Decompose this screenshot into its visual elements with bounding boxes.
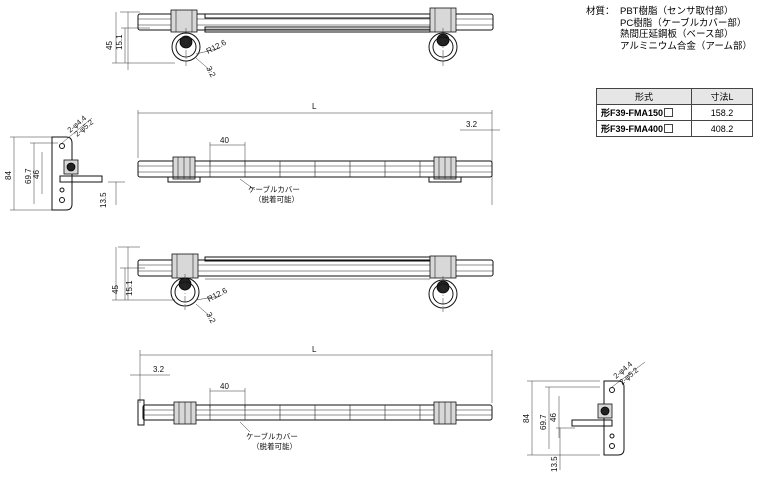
material-heading: 材質： bbox=[586, 6, 615, 17]
dim-40-upper: 40 bbox=[220, 136, 229, 145]
removable-label-upper: （脱着可能） bbox=[254, 194, 299, 204]
dim-45-lower: 45 bbox=[111, 285, 120, 294]
dim-l-cell: 408.2 bbox=[691, 120, 753, 137]
dim-3-2-upper: 3.2 bbox=[466, 120, 478, 129]
top-view-lower: 45 15.1 R12.6 3.2 bbox=[111, 246, 494, 326]
dim-84-right: 84 bbox=[522, 414, 531, 423]
material-item-3: 熱間圧延鋼板（ベース部） bbox=[620, 29, 734, 40]
dim-r12-6-top: R12.6 bbox=[205, 38, 229, 56]
cable-cover-label-lower: ケーブルカバー bbox=[246, 431, 298, 441]
dim-l-lower: L bbox=[312, 345, 317, 354]
front-view-lower: L 3.2 40 ケーブルカバー （脱着可能） bbox=[130, 345, 493, 451]
checkbox-icon bbox=[664, 108, 674, 117]
dim-69-7-right: 69.7 bbox=[539, 414, 548, 430]
model-cell: 形F39-FMA150 bbox=[601, 108, 664, 118]
removable-label-lower: （脱着可能） bbox=[252, 441, 297, 451]
dim-45-top: 45 bbox=[105, 41, 114, 50]
dim-3-2-lower: 3.2 bbox=[204, 311, 217, 326]
side-view-right: 84 69.7 46 2-φ4.4 2-φ5.2 13.5 bbox=[522, 360, 646, 472]
dim-15-1-lower: 15.1 bbox=[125, 280, 134, 296]
material-item-1: PBT樹脂（センサ取付部） bbox=[620, 6, 734, 17]
dim-84-left: 84 bbox=[4, 171, 13, 180]
dim-r12-6-lower: R12.6 bbox=[206, 286, 230, 304]
material-item-4: アルミニウム合金（アーム部） bbox=[620, 40, 753, 52]
material-item-2: PC樹脂（ケーブルカバー部） bbox=[620, 17, 747, 29]
header-dim-l: 寸法L bbox=[691, 88, 753, 105]
checkbox-icon bbox=[664, 124, 674, 133]
table-row: 形F39-FMA150 158.2 bbox=[596, 104, 753, 121]
dim-13-5-upper: 13.5 bbox=[99, 192, 108, 208]
dim-3-2-lower-front: 3.2 bbox=[153, 365, 165, 374]
cable-cover-label-upper: ケーブルカバー bbox=[248, 184, 300, 194]
dim-l-upper: L bbox=[312, 102, 317, 111]
dim-69-7-left: 69.7 bbox=[24, 168, 33, 184]
dim-15-1-top: 15.1 bbox=[115, 34, 124, 50]
material-notes: 材質： PBT樹脂（センサ取付部） PC樹脂（ケーブルカバー部） 熱間圧延鋼板（… bbox=[586, 6, 752, 52]
header-model: 形式 bbox=[596, 88, 692, 105]
dim-46-left: 46 bbox=[32, 170, 41, 179]
dim-l-cell: 158.2 bbox=[691, 104, 753, 121]
side-view-left: 84 69.7 46 2-φ4.4 2-φ5.2 bbox=[4, 114, 103, 211]
top-view-upper: 45 15.1 R12.6 3.2 bbox=[105, 7, 494, 80]
table-header-row: 形式 寸法L bbox=[596, 88, 753, 105]
dim-3-2-top: 3.2 bbox=[204, 65, 217, 80]
dim-40-lower: 40 bbox=[220, 382, 229, 391]
front-view-upper: L 3.2 40 ケーブルカバー （脱着可能） 13.5 bbox=[99, 102, 500, 208]
table-row: 形F39-FMA400 408.2 bbox=[596, 120, 753, 137]
dim-46-right: 46 bbox=[549, 413, 558, 422]
dimension-table: 形式 寸法L 形F39-FMA150 158.2 形F39-FMA400 408… bbox=[596, 88, 753, 137]
dim-13-5-right: 13.5 bbox=[550, 456, 559, 472]
model-cell: 形F39-FMA400 bbox=[601, 124, 664, 134]
